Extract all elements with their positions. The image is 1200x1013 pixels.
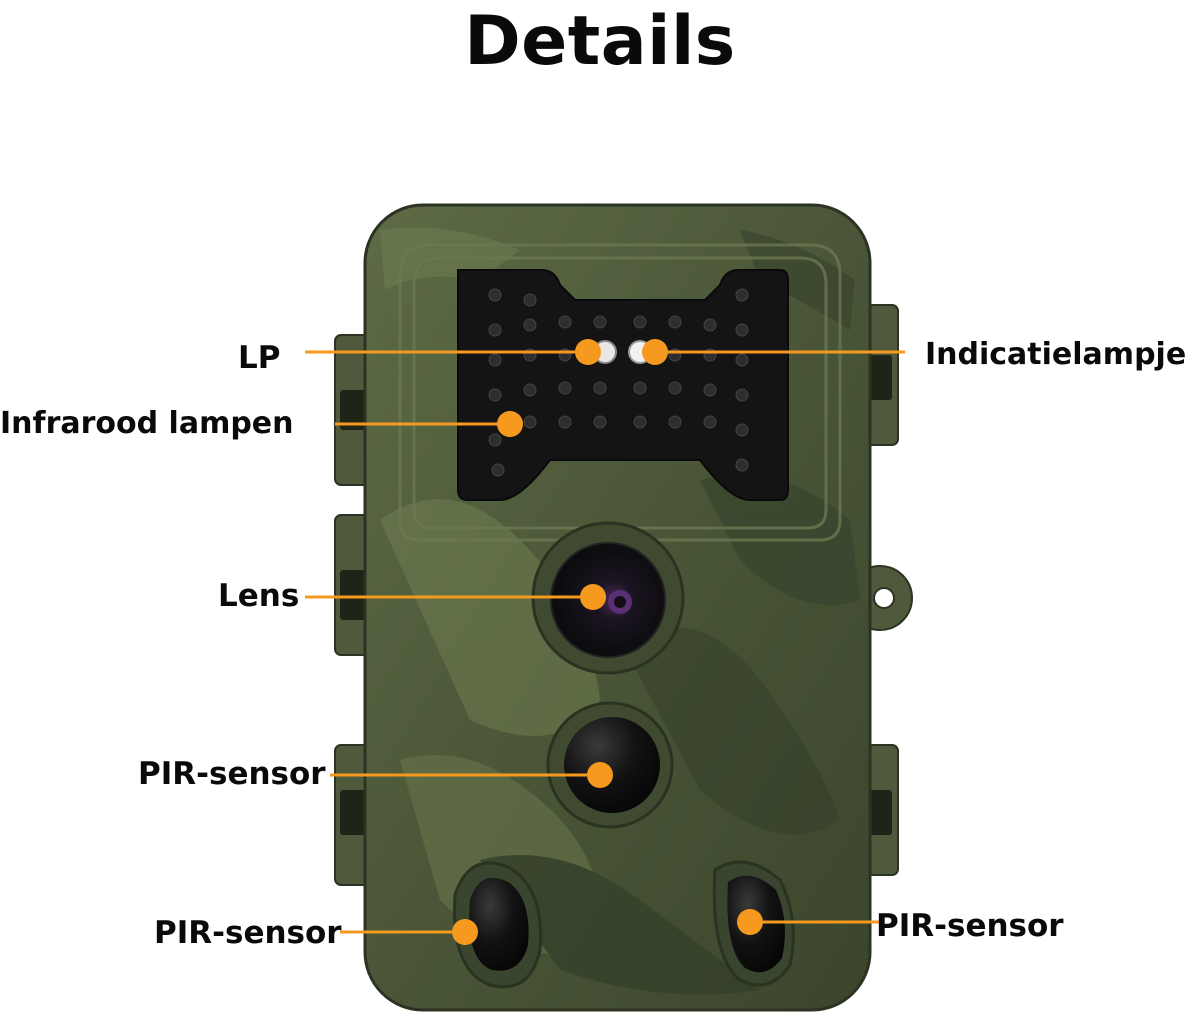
infrared-leds	[488, 288, 749, 477]
label-pir-center: PIR-sensor	[138, 756, 326, 792]
label-pir-right: PIR-sensor	[876, 908, 1064, 944]
pir-sensor-center	[546, 701, 674, 829]
label-pir-left: PIR-sensor	[154, 915, 342, 951]
lens	[531, 521, 685, 675]
callouts	[305, 339, 905, 945]
label-lp: LP	[238, 340, 281, 376]
body-ridges	[398, 243, 842, 542]
page-title: Details	[464, 2, 736, 81]
label-lens: Lens	[218, 578, 300, 614]
label-indicator: Indicatielampje	[925, 337, 1187, 372]
label-infrared: Infrarood lampen	[0, 406, 294, 441]
pir-sensor-left	[452, 861, 543, 989]
